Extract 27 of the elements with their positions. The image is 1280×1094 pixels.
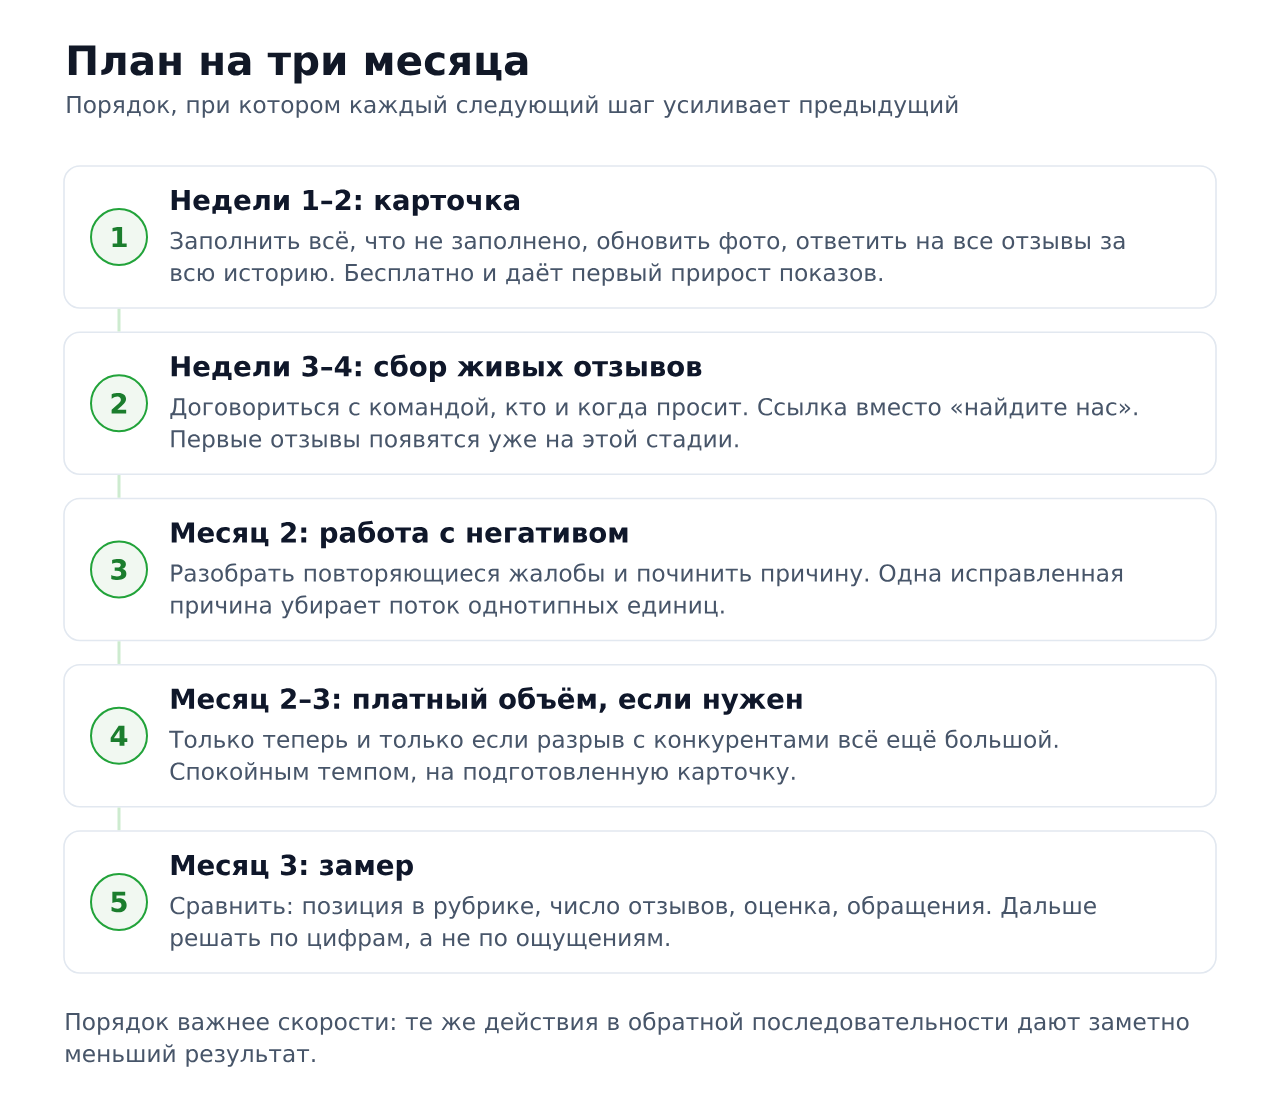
connector-line — [117, 807, 121, 831]
connector-line — [117, 641, 121, 664]
step-card — [63, 830, 1217, 974]
step-card — [63, 165, 1217, 309]
step-description: Только теперь и только если разрыв с конкурентами всё ещё большой. Спокойным темпом, на подготовленную карточку. — [169, 729, 1058, 785]
step-number: 5 — [90, 873, 148, 931]
subtitle: Порядок, при котором каждый следующий шаг усиливает предыдущий — [67, 95, 958, 118]
step-description: Сравнить: позиция в рубрике, число отзывов, оценка, обращения. Дальше решать по цифрам, а не по ощущениям. — [170, 895, 1096, 951]
connector-line — [117, 475, 121, 498]
step-card — [63, 331, 1217, 476]
title: План на три месяца — [68, 45, 528, 84]
connector-line — [117, 308, 121, 332]
step-description: Заполнить всё, что не заполнено, обновить фото, ответить на все отзывы за всю историю. Бесплатно и даёт первый прирост показов. — [170, 230, 1125, 286]
step-number: 2 — [90, 374, 148, 433]
step-number: 1 — [90, 208, 148, 266]
step-card — [63, 497, 1217, 642]
footnote: Порядок важнее скорости: те же действия в обратной последовательности дают заметно меньший результат. — [66, 1011, 1189, 1067]
step-heading: Месяц 2–3: платный объём, если нужен — [171, 686, 802, 715]
step-heading: Недели 3–4: сбор живых отзывов — [171, 354, 702, 382]
step-number: 3 — [90, 540, 148, 599]
step-card — [63, 663, 1217, 808]
step-number: 4 — [90, 706, 148, 765]
step-heading: Месяц 3: замер — [171, 854, 413, 881]
step-heading: Месяц 2: работа с негативом — [171, 520, 628, 549]
step-description: Разобрать повторяющиеся жалобы и починить причину. Одна исправленная причина убирает поток однотипных единиц. — [171, 563, 1123, 619]
step-heading: Недели 1–2: карточка — [171, 189, 520, 216]
step-description: Договориться с командой, кто и когда просит. Ссылка вместо «найдите нас». Первые отзывы появятся уже на этой стадии. — [170, 397, 1137, 453]
